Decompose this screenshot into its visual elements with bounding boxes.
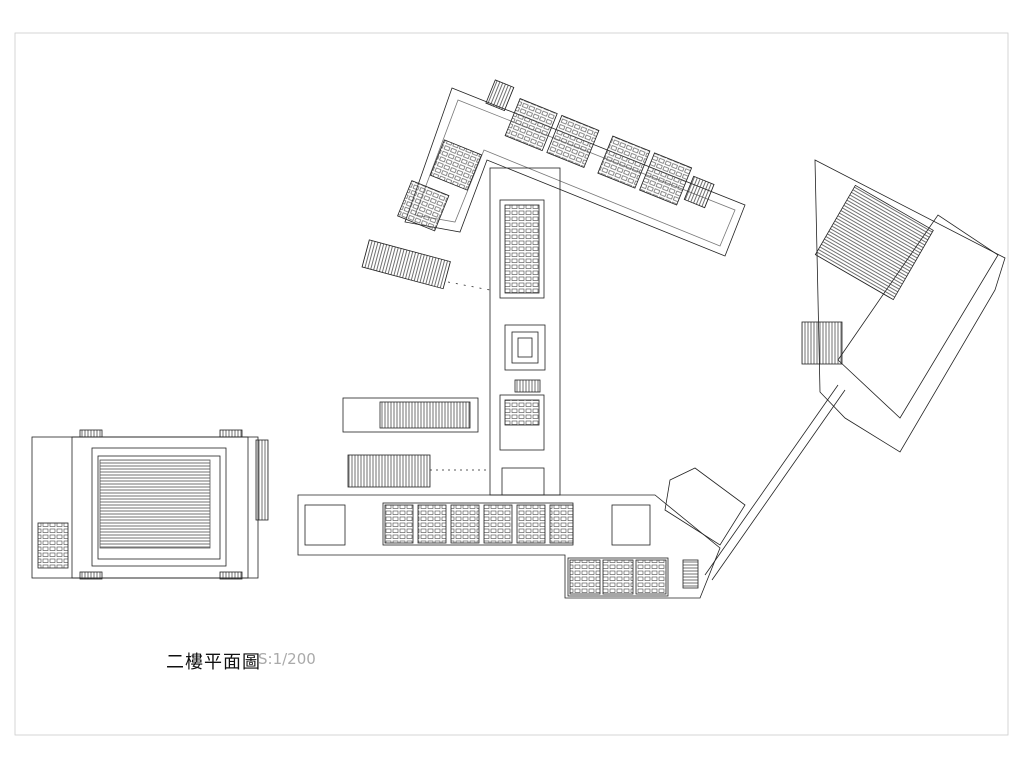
drawing-title: 二樓平面圖 (166, 652, 261, 673)
external-stair (361, 239, 451, 290)
north-wing (397, 79, 746, 257)
diagonal-bridge (704, 384, 846, 581)
east-auditorium (801, 159, 1006, 453)
gymnasium (31, 429, 269, 580)
drawing-scale: S:1/200 (258, 650, 316, 668)
central-corridor (489, 167, 561, 496)
pentagon-room (664, 467, 746, 546)
west-connector (342, 281, 491, 488)
sheet-border (14, 32, 1009, 736)
south-wing (297, 494, 721, 599)
